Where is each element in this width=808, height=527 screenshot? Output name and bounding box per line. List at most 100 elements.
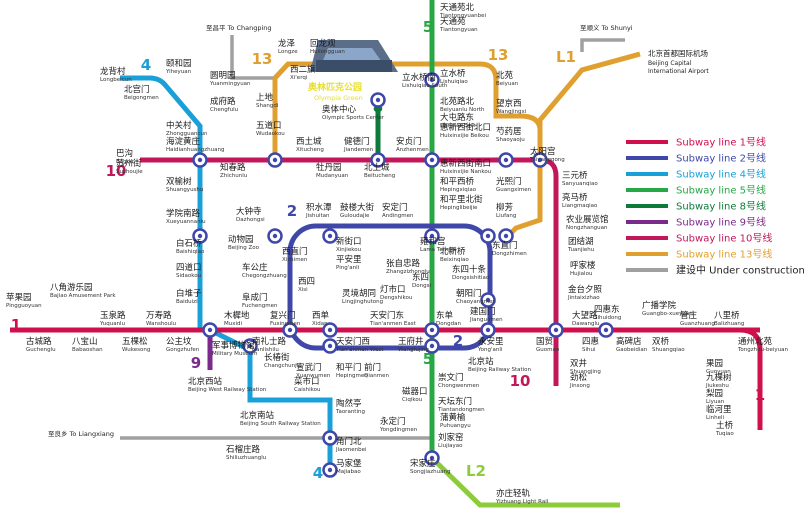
station-nongzhanguan[interactable]: 农业展览馆Nongzhanguan	[566, 214, 609, 231]
station-jianguomen[interactable]: 建国门Jianguomen	[469, 306, 503, 323]
station-yuanmingyuan[interactable]: 圆明园Yuanmingyuan	[209, 71, 251, 87]
station-lishuiqiao-south[interactable]: 立水桥南Lishuiqiao South	[402, 72, 448, 89]
station-zhangzizhonglu[interactable]: 张自忠路Zhangzizhonglu	[386, 258, 430, 275]
station-wudaokou[interactable]: 五道口Wudaokou	[256, 120, 285, 137]
station-sihui[interactable]: 四惠Sihui	[582, 336, 599, 353]
station-dengshikou[interactable]: 灯市口Dengshikou	[380, 284, 412, 301]
station-bajiao-amusement-park[interactable]: 八角游乐园Bajiao Amusement Park	[50, 282, 116, 299]
station-yiheyuan[interactable]: 颐和园Yiheyuan	[165, 59, 192, 75]
station-xi-erqi[interactable]: 西二旗Xi'erqi	[290, 64, 316, 81]
station-beitucheng[interactable]: 北土城Beitucheng	[364, 162, 395, 179]
station-tian-anmen-east[interactable]: 天安门东Tian'anmen East	[369, 310, 417, 327]
station-jiandemen[interactable]: 健德门Jiandemen	[343, 136, 374, 153]
station-guangbo-xueyuan[interactable]: 广播学院Guangbo-xueyuan	[642, 300, 693, 317]
station-chongwenmen[interactable]: 崇文门Chongwenmen	[438, 372, 480, 389]
station-liujiayao[interactable]: 刘家窑Liujiayao	[438, 432, 464, 449]
station-shiliuzhuanglu[interactable]: 石榴庄路Shiliuzhuanglu	[226, 444, 266, 461]
station-beijing-west-railway-station[interactable]: 北京西站Beijing West Railway Station	[188, 376, 267, 393]
station-baishiqiao[interactable]: 白石桥Baishiqiao	[176, 238, 205, 255]
station-wanshoulu[interactable]: 万寿路Wanshoulu	[146, 310, 176, 327]
station-beijing-railway-station[interactable]: 北京站Beijing Railway Station	[468, 356, 532, 373]
station-liyuan[interactable]: 梨园Liyuan	[706, 388, 725, 405]
station-shangdi[interactable]: 上地Shangdi	[256, 92, 279, 109]
station-longze[interactable]: 龙泽Longze	[278, 38, 298, 55]
station-military-museum[interactable]: 军事博物馆Military Museum	[212, 340, 257, 357]
station-tiantongyuan[interactable]: 天通苑Tiantongyuan	[439, 16, 478, 33]
station-yizhuang-light-rail[interactable]: 亦庄轻轨Yizhuang Light Rail	[495, 488, 549, 505]
station-pingguoyuan[interactable]: 苹果园Pingguoyuan	[6, 292, 42, 309]
station-dazhongsi[interactable]: 大钟寺Dazhongsi	[236, 206, 265, 223]
station-nanlishilu[interactable]: 南礼士路Nanlishilu	[252, 336, 287, 353]
station-shaoyaoju[interactable]: 芍药居Shaoyaoju	[496, 126, 525, 143]
station-taoranting[interactable]: 陶然亭Taoranting	[335, 398, 365, 415]
station-jiukeshu[interactable]: 九棵树Jiukeshu	[705, 372, 732, 389]
station-longbeicun[interactable]: 龙背村Longbeicun	[100, 66, 132, 83]
station-xisi[interactable]: 西四Xisi	[298, 277, 315, 293]
station-jinsong[interactable]: 劲松Jinsong	[569, 372, 590, 389]
station-chaoyangmen[interactable]: 朝阳门Chaoyangmen	[456, 288, 496, 305]
station-shuangjing[interactable]: 双井Shuangjing	[570, 358, 601, 375]
station-guangximen[interactable]: 光熙门Guangximen	[496, 176, 532, 193]
station-wangjingxi[interactable]: 望京西Wangjingxi	[496, 98, 527, 115]
station-andingmen[interactable]: 安定门Andingmen	[382, 202, 414, 219]
station-fuchengmen[interactable]: 阜成门Fuchengmen	[242, 292, 278, 309]
station-huixinxijie-beikou[interactable]: 惠新西街北口Huixinxijie Beikou	[440, 122, 491, 139]
station-baiduizi[interactable]: 白堆子Baiduizi	[176, 288, 202, 305]
station-wangfujing[interactable]: 王府井Wangfujing	[398, 336, 429, 353]
station-hepingxiqiao[interactable]: 和平西桥Hepingxiqiao	[440, 176, 477, 193]
station-tuqiao[interactable]: 土桥Tuqiao	[715, 420, 734, 437]
station-yong-anli[interactable]: 永安里Yong'anli	[477, 336, 504, 353]
station-gaobeidian[interactable]: 高碑店Gaobeidian	[616, 336, 648, 353]
station-muxidi[interactable]: 木樨地Muxidi	[224, 310, 250, 327]
station-hepinglibeijie[interactable]: 和平里北街Hepinglibeijie	[440, 194, 483, 211]
station-taiyanggong[interactable]: 太阳宫Taiyanggong	[529, 146, 565, 163]
station-chengfulu[interactable]: 成府路Chengfulu	[210, 96, 238, 113]
station-jiaomenbei[interactable]: 角门北Jiaomenbei	[335, 436, 367, 453]
station-anzhenmen[interactable]: 安贞门Anzhenmen	[396, 136, 429, 153]
station-jintaixizhao[interactable]: 金台夕照Jintaixizhao	[567, 284, 603, 301]
station-babaoshan[interactable]: 八宝山Babaoshan	[72, 336, 103, 353]
station-bagou[interactable]: 巴沟Bagou	[116, 148, 134, 165]
station-dongsi[interactable]: 东四Dongsi	[412, 272, 431, 289]
station-xidan[interactable]: 西单Xidan	[312, 310, 330, 327]
station-yuquanlu[interactable]: 玉泉路Yuquanlu	[99, 310, 126, 327]
station-lishuiqiao[interactable]: 立水桥Lishuiqiao	[440, 68, 468, 85]
station-tian-anmen-west[interactable]: 天安门西Tian'anmen West	[335, 336, 384, 353]
station-suzhoujie[interactable]: 苏州街Suzhoujie	[116, 158, 143, 175]
station-beiyuanlu-north[interactable]: 北苑路北Beiyuanlu North	[440, 96, 485, 113]
station-haidianhuangzhuang[interactable]: 海淀黄庄Haidianhuangzhuang	[166, 136, 224, 153]
station-changchunjie[interactable]: 长椿街Changchunjie	[264, 352, 302, 369]
station-guanzhuang[interactable]: 管庄Guanzhuang	[680, 310, 715, 327]
station-gongzhufen[interactable]: 公主坟Gongzhufen	[166, 336, 200, 353]
station-fuxingmen[interactable]: 复兴门Fuxingmen	[270, 310, 301, 327]
station-dongzhimen[interactable]: 东直门Dongzhimen	[492, 240, 527, 257]
station-tuanjiehu[interactable]: 团结湖Tuanjiehu	[567, 236, 594, 253]
station-shuangyushu[interactable]: 双榆树Shuangyushu	[166, 176, 203, 193]
station-zhichunlu[interactable]: 知春路Zhichunlu	[220, 162, 247, 179]
station-wukesong[interactable]: 五棵松Wukesong	[122, 336, 150, 353]
station-yongdingmen[interactable]: 永定门Yongdingmen	[379, 416, 418, 433]
station-qianmen[interactable]: 前门Qianmen	[364, 362, 389, 379]
station-guloudajie[interactable]: 鼓楼大街Guloudajie	[340, 202, 375, 219]
station-caishikou[interactable]: 菜市口Caishikou	[294, 376, 320, 393]
station-xuanwumen[interactable]: 宣武门Xuanwumen	[296, 362, 331, 379]
station-beigongmen[interactable]: 北宫门Beigongmen	[124, 84, 159, 101]
station-jishuitan[interactable]: 积水潭Jishuitan	[305, 202, 332, 219]
station-tiantandongmen[interactable]: 天坛东门Tiantandongmen	[437, 396, 485, 413]
station-tongzhou-beiyuan[interactable]: 通州北苑Tongzhou-beiyuan	[737, 336, 788, 353]
station-dawanglu[interactable]: 大望路Dawanglu	[572, 310, 599, 327]
station-huilongguan[interactable]: 回龙观Huilongguan	[310, 38, 345, 55]
station-tiantongyuanbei[interactable]: 天通苑北Tiantongyuanbei	[439, 2, 487, 19]
station-olympic-sports-center[interactable]: 奥体中心Olympic Sports Center	[322, 104, 385, 121]
station-dongdan[interactable]: 东单Dongdan	[436, 310, 461, 327]
station-majiabao[interactable]: 马家堡Majiabao	[336, 458, 362, 475]
station-ping-anli[interactable]: 平安里Ping'anli	[336, 254, 362, 271]
station-lingjinghutong[interactable]: 灵境胡同Lingjinghutong	[342, 288, 383, 305]
station-sanyuanqiao[interactable]: 三元桥Sanyuanqiao	[562, 170, 598, 187]
station-liangmaqiao[interactable]: 亮马桥Liangmaqiao	[562, 192, 598, 209]
station-balizhuang[interactable]: 八里桥Balizhuang	[714, 310, 744, 327]
station-guomao[interactable]: 国贸Guomao	[536, 336, 560, 353]
station-beijing-south-railway-station[interactable]: 北京南站Beijing South Railway Station	[240, 410, 321, 427]
station-sidaokou[interactable]: 四道口Sidaokou	[176, 262, 202, 279]
station-beiyuan[interactable]: 北苑Beiyuan	[496, 70, 519, 87]
